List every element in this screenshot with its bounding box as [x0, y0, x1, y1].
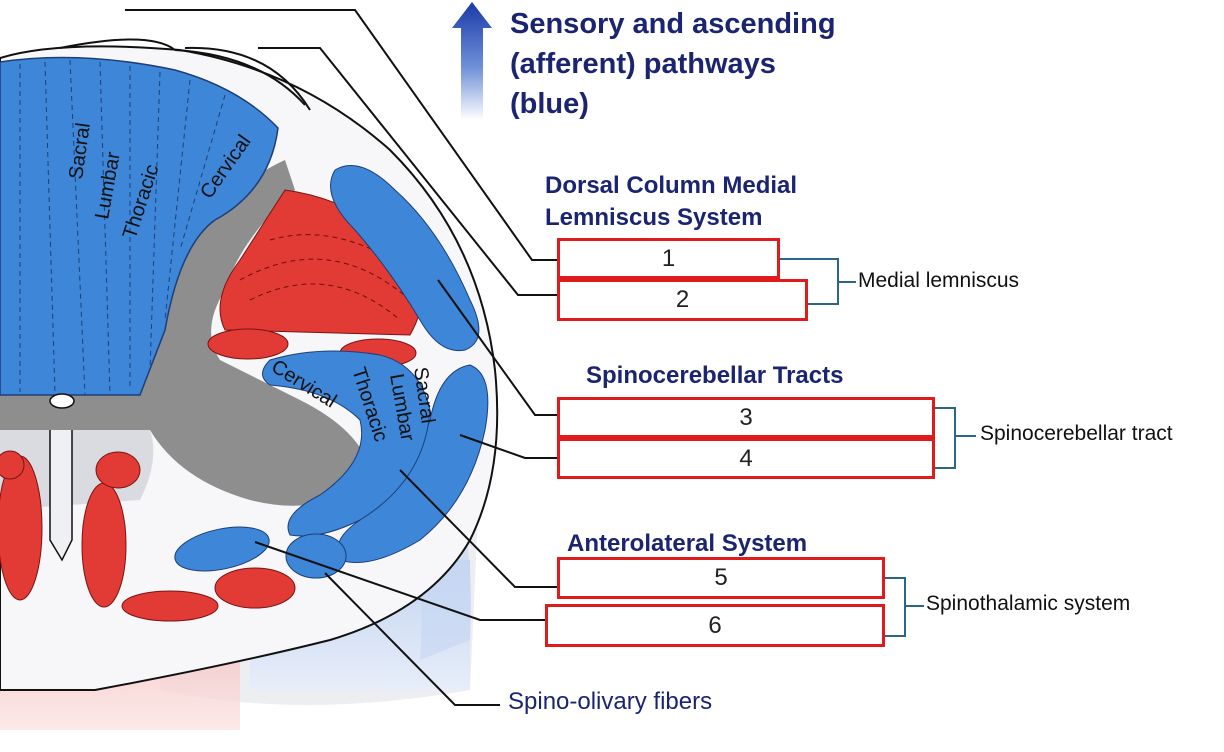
pathway-title: Sensory and ascending (afferent) pathway…	[510, 4, 836, 124]
dorsal-heading-line-1: Dorsal Column Medial	[545, 172, 798, 199]
title-line-1: Sensory and ascending	[510, 8, 836, 40]
spino-olivary-label: Spino-olivary fibers	[508, 688, 713, 715]
label-box-1[interactable]: 1	[557, 238, 780, 279]
anterolateral-heading: Anterolateral System	[567, 530, 808, 557]
title-line-3: (blue)	[510, 88, 589, 120]
dorsal-spinocerebellar-tract	[330, 165, 480, 352]
spinocerebellar-heading: Spinocerebellar Tracts	[586, 362, 844, 389]
gray-matter	[0, 160, 370, 506]
title-line-2: (afferent) pathways	[510, 48, 776, 80]
group-brackets	[780, 258, 976, 637]
dorsal-column	[0, 56, 279, 396]
group-label-spinothalamic: Spinothalamic system	[926, 592, 1131, 615]
group-label-spinocerebellar: Spinocerebellar tract	[980, 422, 1173, 445]
spinothalamic-tract-a	[174, 526, 270, 572]
lateral-blue-band	[262, 350, 431, 537]
dorsal-heading-line-2: Lemniscus System	[545, 204, 763, 231]
ascending-arrow-icon	[452, 2, 492, 120]
spinothalamic-tract-b	[285, 533, 347, 579]
group-label-medial-lemniscus: Medial lemniscus	[858, 269, 1020, 292]
label-box-3[interactable]: 3	[557, 397, 935, 438]
top-brackets	[59, 38, 311, 111]
label-box-2[interactable]: 2	[557, 279, 808, 321]
label-box-5[interactable]: 5	[557, 557, 885, 599]
label-box-4[interactable]: 4	[557, 438, 935, 479]
label-box-6[interactable]: 6	[545, 604, 885, 647]
central-canal	[49, 393, 75, 409]
ventral-red-tracts	[0, 450, 296, 622]
dorsal-fiber-lines	[19, 59, 226, 396]
leader-lines	[125, 9, 557, 706]
dorsal-column-heading: Dorsal Column Medial Lemniscus System	[545, 170, 797, 234]
